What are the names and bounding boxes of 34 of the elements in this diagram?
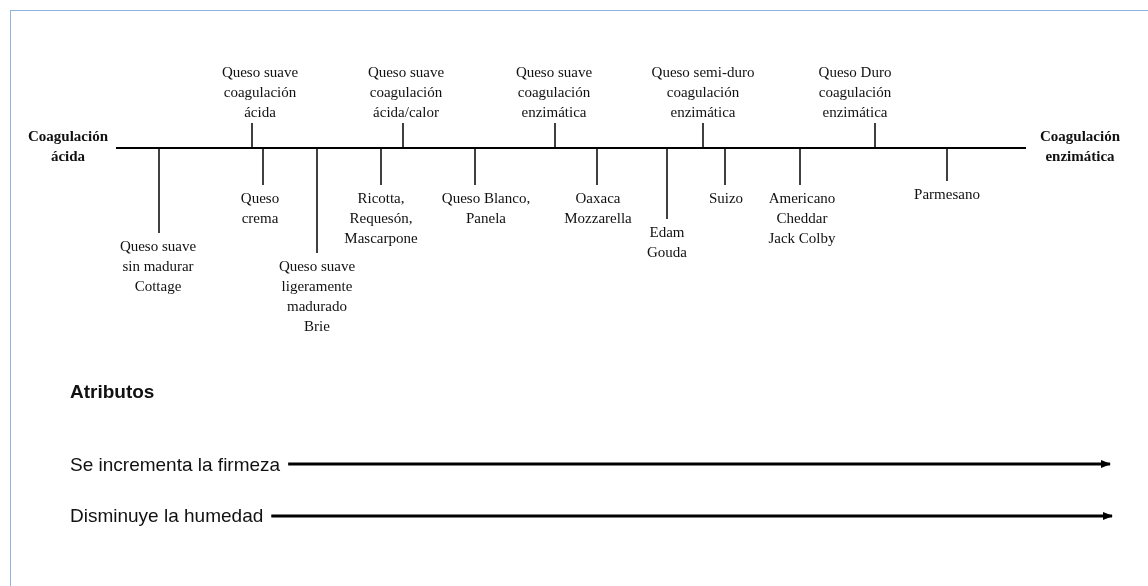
tick-line: [666, 147, 668, 220]
tick-line: [262, 147, 264, 186]
axis-end-label: Coagulación enzimática: [1028, 126, 1132, 166]
cheese-type-label: Queso suave coagulación ácida: [212, 62, 308, 122]
cheese-type-label: Parmesano: [899, 184, 995, 204]
tick-line: [554, 122, 556, 149]
tick-line: [724, 147, 726, 186]
tick-line: [402, 122, 404, 149]
cheese-type-label: Americano Cheddar Jack Colby: [764, 188, 840, 248]
cheese-type-label: Queso Duro coagulación enzimática: [800, 62, 910, 122]
tick-line: [251, 122, 253, 149]
arrow: [271, 512, 1113, 520]
section-heading: Atributos: [70, 380, 155, 404]
cheese-type-label: Queso semi-duro coagulación enzimática: [633, 62, 773, 122]
tick-line: [474, 147, 476, 186]
tick-line: [316, 147, 318, 254]
attribute-label: Disminuye la humedad: [70, 504, 264, 528]
cheese-type-label: Queso suave sin madurar Cottage: [110, 236, 206, 296]
tick-line: [946, 147, 948, 182]
tick-line: [702, 122, 704, 149]
cheese-type-label: Queso suave coagulación enzimática: [499, 62, 609, 122]
tick-line: [874, 122, 876, 149]
cheese-type-label: Queso suave ligeramente madurado Brie: [273, 256, 361, 336]
tick-line: [380, 147, 382, 186]
axis-end-label: Coagulación ácida: [22, 126, 114, 166]
tick-line: [596, 147, 598, 186]
tick-line: [158, 147, 160, 234]
tick-line: [799, 147, 801, 186]
cheese-type-label: Queso suave coagulación ácida/calor: [351, 62, 461, 122]
cheese-type-label: Queso crema: [225, 188, 295, 228]
axis-line: [115, 147, 1027, 149]
cheese-type-label: Suizo: [701, 188, 751, 208]
attribute-label: Se incrementa la firmeza: [70, 453, 281, 477]
arrow: [288, 460, 1111, 468]
